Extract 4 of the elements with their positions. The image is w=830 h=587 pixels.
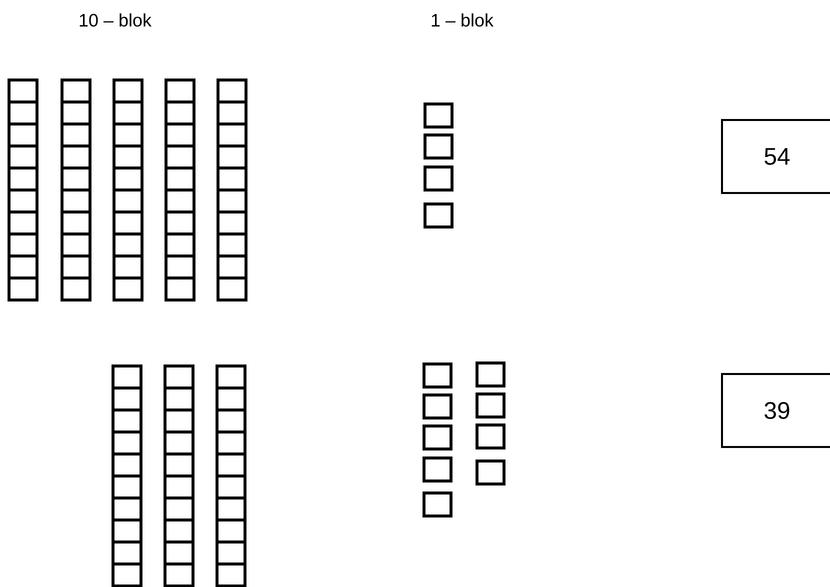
column-heading: 1 – blok — [432, 13, 494, 27]
number-box: 39 — [721, 373, 830, 448]
column-heading: 10 – blok — [80, 13, 152, 27]
number-box: 54 — [721, 119, 830, 194]
